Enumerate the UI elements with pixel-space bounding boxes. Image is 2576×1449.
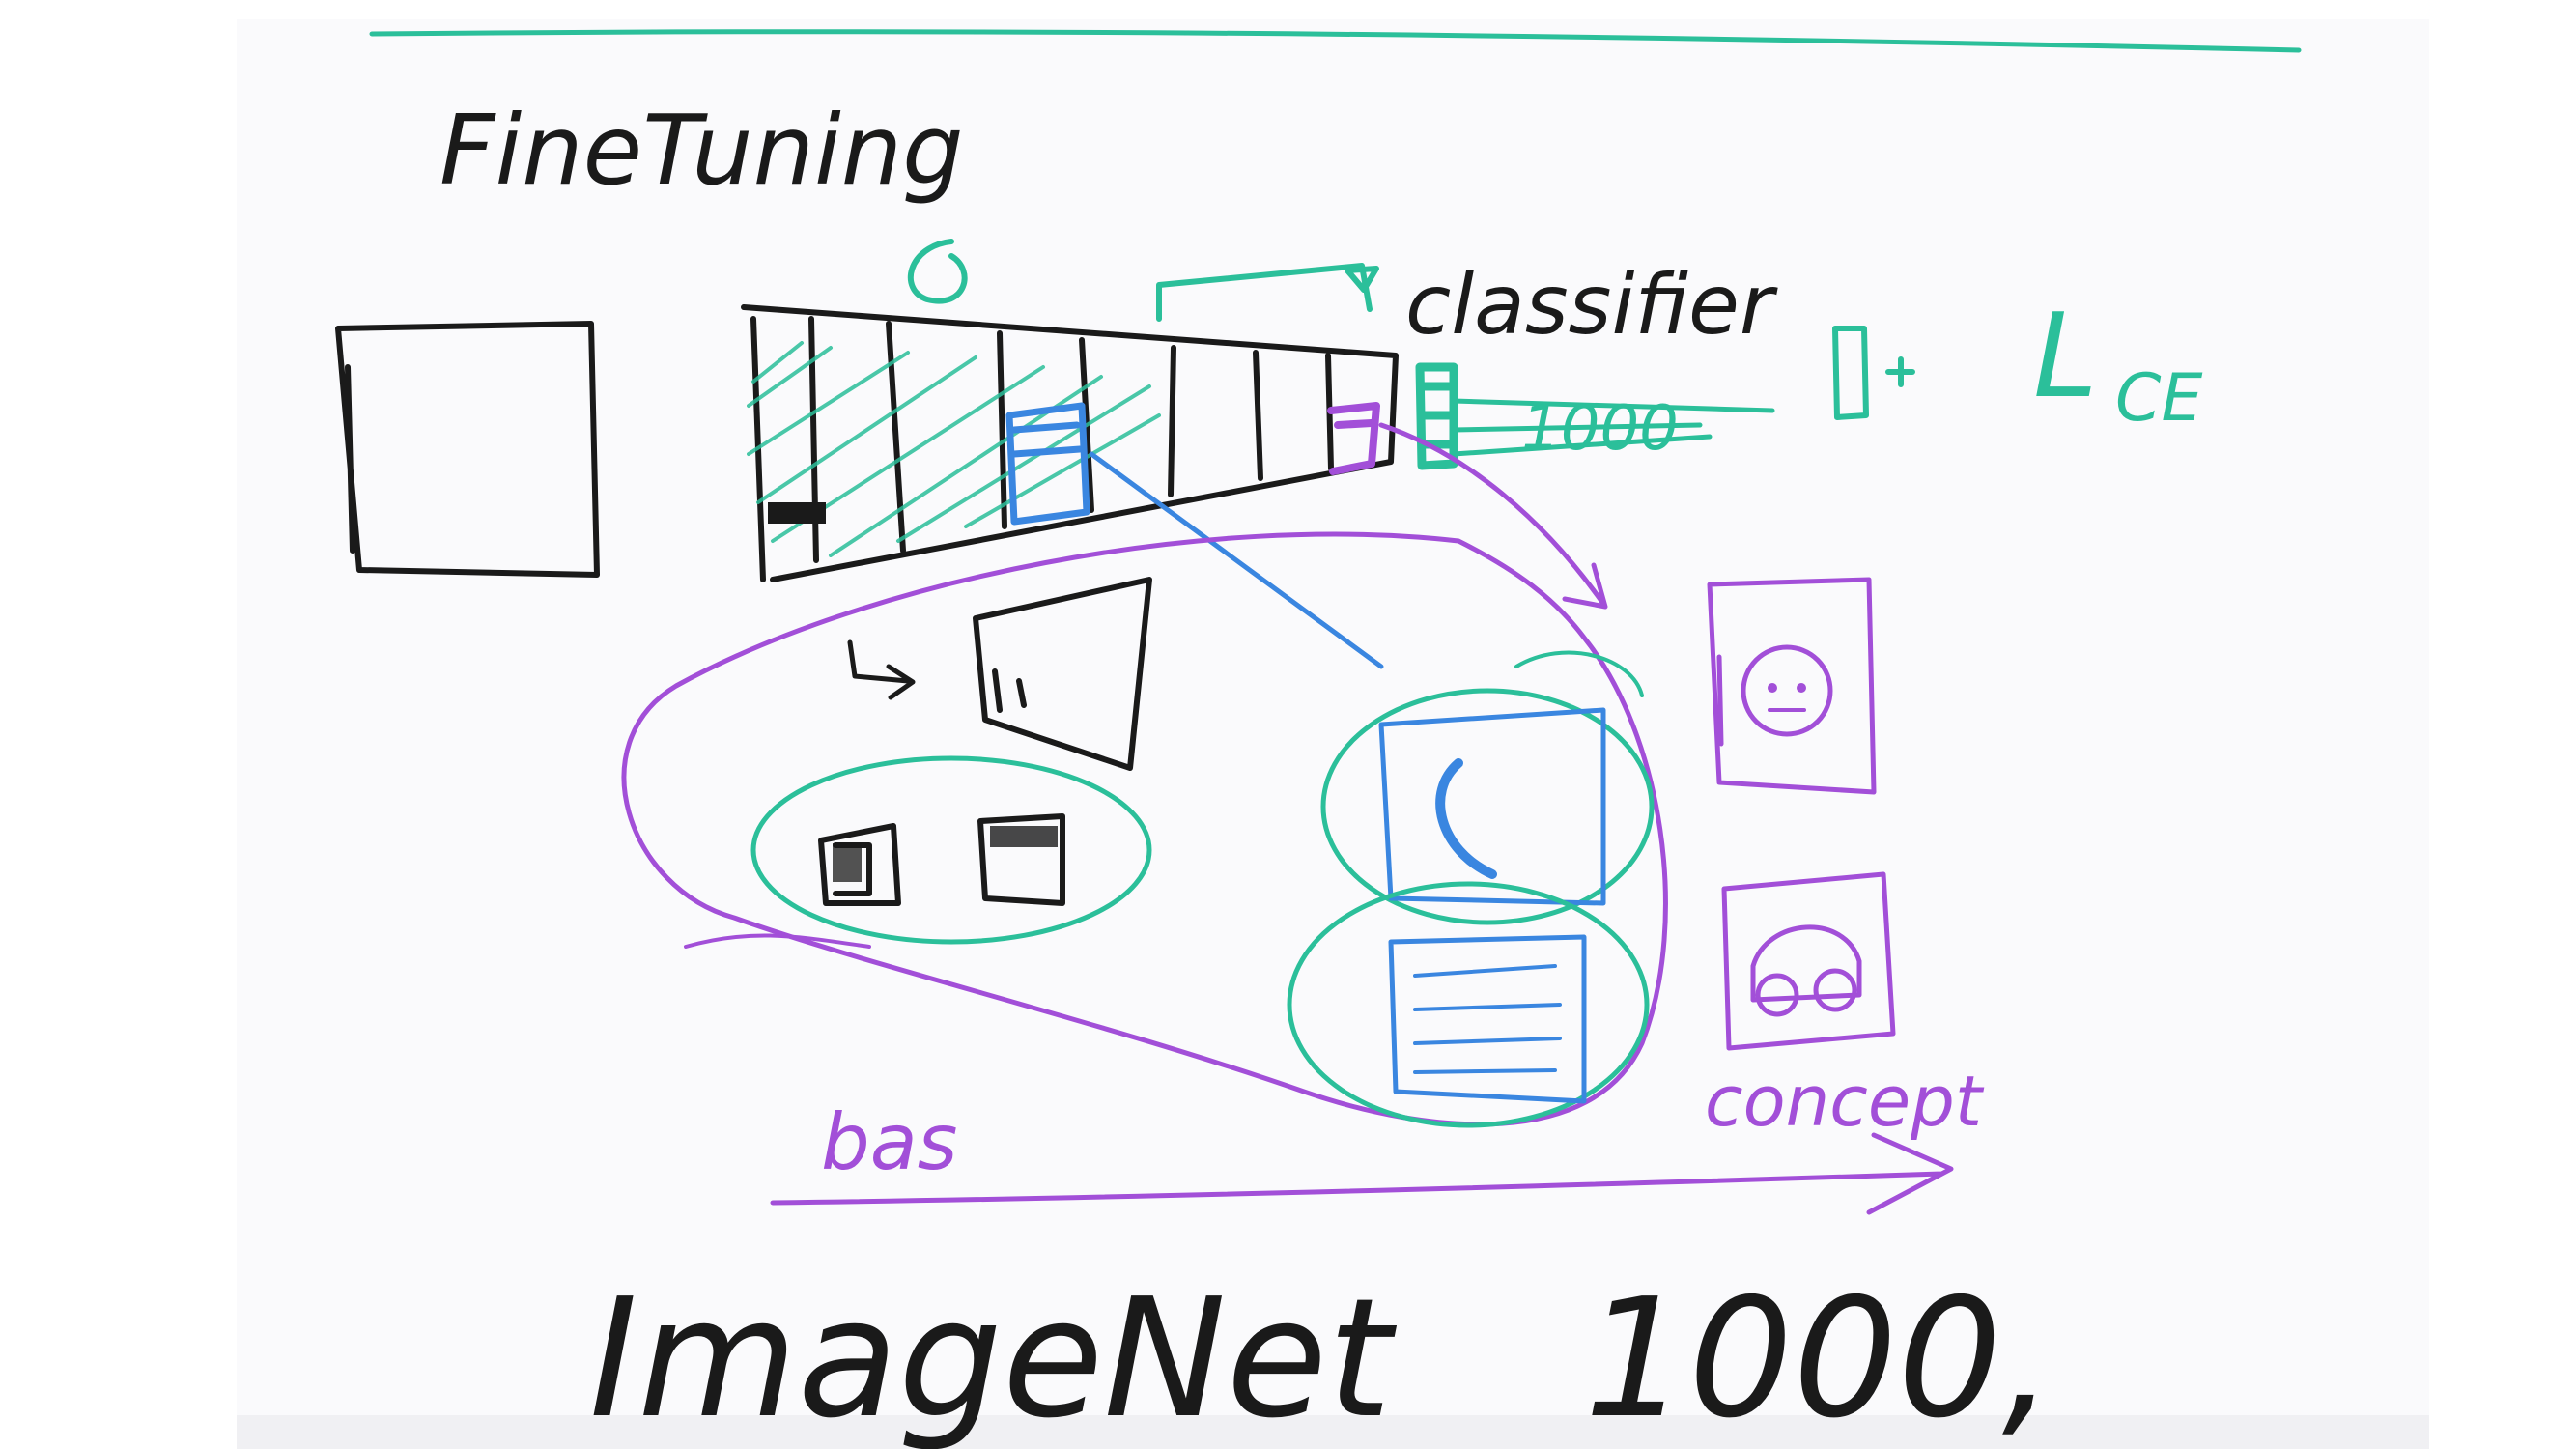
classifier-units: 1000: [1521, 393, 1679, 465]
axis-right-label: concept: [1705, 1061, 1985, 1142]
abstraction-axis-arrow: [770, 1132, 1954, 1215]
mid-feature-curve: [1435, 758, 1497, 879]
loss-symbol: L: [2033, 290, 2098, 424]
title-finetuning: FineTuning: [439, 94, 964, 207]
teal-cluster-mid-top: [1320, 688, 1655, 925]
classifier-label: classifier: [1405, 257, 1778, 354]
title-underline-swirl: [907, 239, 968, 304]
mid-feature-curve-box: [1378, 707, 1606, 906]
loss-subscript: CE: [2115, 360, 2202, 437]
board-surface: [237, 19, 2429, 1425]
purple-down-arrow: [1378, 422, 1608, 610]
page-bottom-strip: [237, 1415, 2429, 1449]
teal-connector-arc: [1514, 650, 1644, 697]
classifier-block: [1415, 362, 1458, 470]
teal-cluster-mid-bottom: [1287, 881, 1650, 1128]
finetune-bracket-arrow: [1156, 263, 1379, 322]
dataset-name: ImageNet: [589, 1264, 1397, 1449]
blue-link-line: [1089, 451, 1384, 669]
mid-feature-lines-box: [1388, 934, 1587, 1104]
concept-face-box: [1707, 577, 1877, 795]
dataset-class-count: 1000,: [1584, 1264, 2054, 1449]
low-level-feature-1-fill: [833, 843, 862, 882]
frozen-layers-hatching: [747, 341, 1161, 557]
feature-marker-purple: [1327, 402, 1380, 475]
low-level-feature-2: [977, 813, 1065, 906]
input-image-box: [335, 321, 600, 578]
face-icon: [1741, 644, 1833, 737]
feature-marker-black: [768, 502, 826, 524]
target-vector-bracket: [1832, 326, 1915, 420]
feature-marker-blue: [1005, 402, 1090, 526]
purple-blob-tail: [684, 933, 871, 949]
axis-left-label: bas: [821, 1097, 957, 1187]
classifier-output-lines: [1451, 398, 1775, 457]
top-rule-line: [369, 29, 2302, 53]
concept-car-box: [1721, 871, 1896, 1051]
low-level-feature-2-fill: [990, 826, 1058, 847]
purple-concept-blob: [621, 531, 1668, 1127]
sketch-arrow: [847, 639, 916, 700]
mid-feature-lines: [1413, 964, 1562, 1074]
teal-cluster-low-level: [750, 755, 1152, 945]
car-icon: [1750, 924, 1862, 1017]
sketch-small-trapezoid: [973, 577, 1152, 771]
